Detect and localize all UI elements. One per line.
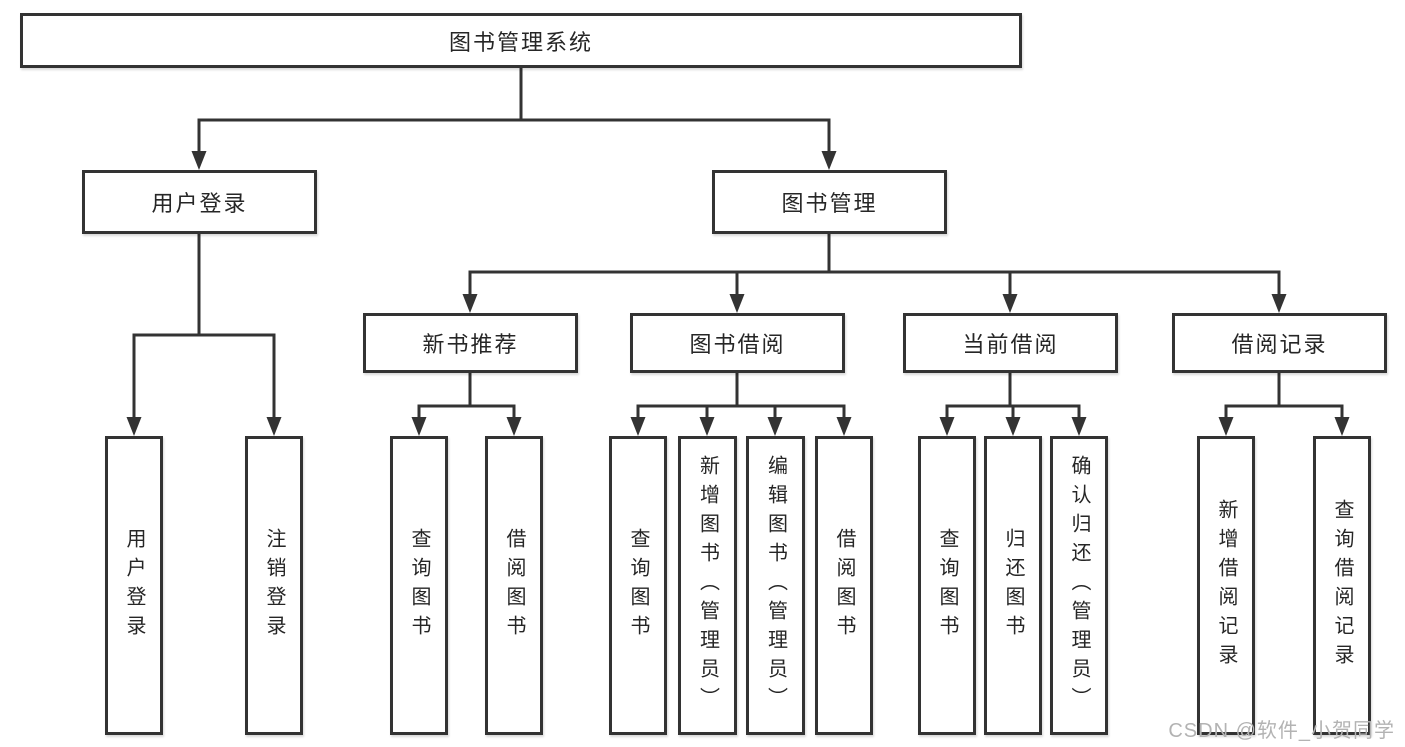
leaf-query-books-recommend: 查询图书 (390, 436, 448, 735)
node-label: 用户登录 (123, 527, 145, 644)
connector-arrowhead-icon (1002, 294, 1018, 313)
node-book-management: 图书管理 (712, 170, 947, 234)
node-label: 编辑图书（管理员） (764, 455, 787, 716)
node-label: 查询借阅记录 (1331, 498, 1353, 673)
connector-arrowhead-icon (1218, 417, 1234, 436)
connector-arrowhead-icon (1071, 417, 1087, 436)
connector-arrowhead-icon (767, 417, 783, 436)
leaf-logout-login: 注销登录 (245, 436, 303, 735)
connector-arrowhead-icon (506, 417, 522, 436)
node-label: 查询图书 (627, 527, 649, 644)
node-label: 用户登录 (151, 191, 248, 216)
connector-arrowhead-icon (126, 417, 142, 436)
node-label: 注销登录 (263, 527, 285, 644)
connector-arrowhead-icon (1005, 417, 1021, 436)
node-label: 查询图书 (936, 527, 958, 644)
leaf-add-borrow-record: 新增借阅记录 (1197, 436, 1255, 735)
node-borrowing-records: 借阅记录 (1172, 313, 1387, 373)
csdn-watermark: CSDN @软件_小贺同学 (1168, 720, 1395, 742)
connector-arrowhead-icon (1334, 417, 1350, 436)
connector-arrowhead-icon (266, 417, 282, 436)
leaf-query-books-current: 查询图书 (918, 436, 976, 735)
leaf-query-books-borrowing: 查询图书 (609, 436, 667, 735)
connector-arrowhead-icon (1271, 294, 1287, 313)
node-library-management-system: 图书管理系统 (20, 13, 1022, 68)
connector-arrowhead-icon (462, 294, 478, 313)
node-label: 新增图书（管理员） (696, 455, 719, 716)
leaf-user-login: 用户登录 (105, 436, 163, 735)
node-label: 查询图书 (408, 527, 430, 644)
node-label: 归还图书 (1002, 527, 1024, 644)
node-label: 借阅图书 (503, 527, 525, 644)
leaf-borrow-books-recommend: 借阅图书 (485, 436, 543, 735)
node-label: 借阅图书 (833, 527, 855, 644)
node-new-book-recommendation: 新书推荐 (363, 313, 578, 373)
leaf-add-book-admin: 新增图书（管理员） (678, 436, 737, 735)
node-label: 新书推荐 (422, 332, 519, 357)
node-label: 图书借阅 (689, 332, 786, 357)
node-current-borrowing: 当前借阅 (903, 313, 1118, 373)
node-label: 确认归还（管理员） (1068, 455, 1090, 716)
connector-arrowhead-icon (821, 151, 837, 170)
connector-arrowhead-icon (729, 294, 745, 313)
node-label: 借阅记录 (1231, 332, 1328, 357)
connector-arrowhead-icon (836, 417, 852, 436)
leaf-query-borrow-record: 查询借阅记录 (1313, 436, 1371, 735)
connector-arrowhead-icon (939, 417, 955, 436)
connector-arrowhead-icon (191, 151, 207, 170)
node-label: 当前借阅 (962, 332, 1059, 357)
node-label: 图书管理系统 (448, 29, 593, 55)
connector-arrowhead-icon (411, 417, 427, 436)
node-user-login: 用户登录 (82, 170, 317, 234)
leaf-edit-book-admin: 编辑图书（管理员） (746, 436, 805, 735)
node-label: 新增借阅记录 (1215, 498, 1237, 673)
connector-arrowhead-icon (630, 417, 646, 436)
leaf-return-books: 归还图书 (984, 436, 1042, 735)
leaf-confirm-return-admin: 确认归还（管理员） (1050, 436, 1108, 735)
leaf-borrow-books-borrowing: 借阅图书 (815, 436, 873, 735)
connector-arrowhead-icon (699, 417, 715, 436)
node-book-borrowing: 图书借阅 (630, 313, 845, 373)
node-label: 图书管理 (781, 191, 878, 216)
